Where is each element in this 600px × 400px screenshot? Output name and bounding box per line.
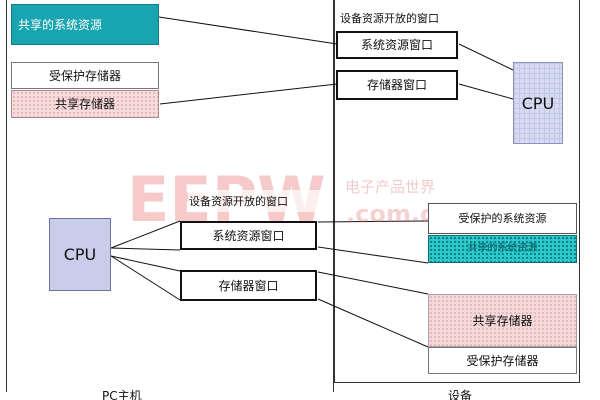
line-right-system-window-to-cpu	[458, 43, 514, 71]
line-left-cpu-to-memory-window-top	[110, 255, 181, 272]
right-window-title: 设备资源开放的窗口	[340, 12, 439, 25]
left-system-resources-window: 系统资源窗口	[180, 221, 317, 250]
right-memory-window: 存储器窗口	[336, 70, 458, 100]
line-left-cpu-to-system-window-bottom	[110, 247, 181, 251]
left-shared-system-resources-box: 共享的系统资源	[11, 4, 159, 45]
line-left-system-window-to-right-shared-system	[317, 246, 429, 264]
device-caption: 设备	[448, 389, 473, 400]
left-memory-window: 存储器窗口	[180, 270, 317, 301]
right-protected-system-resources-box: 受保护的系统资源	[428, 203, 577, 234]
line-left-shared-memory-to-right-memory-window	[159, 83, 338, 105]
right-cpu-box: CPU	[513, 62, 563, 144]
line-left-shared-to-right-system-window	[158, 16, 338, 45]
left-window-title: 设备资源开放的窗口	[189, 195, 288, 208]
left-window-title-background	[188, 190, 320, 212]
line-left-cpu-to-system-window-top	[110, 220, 181, 249]
pc-host-caption: PC主机	[102, 389, 142, 400]
line-left-system-window-to-right-protected-system	[317, 220, 429, 223]
left-cpu-box: CPU	[49, 218, 111, 291]
device-panel	[334, 0, 580, 383]
line-left-memory-window-to-right-shared-memory	[317, 271, 429, 295]
right-system-resources-window: 系统资源窗口	[336, 31, 458, 59]
pc-host-panel	[6, 0, 334, 392]
right-shared-system-resources-box: 共享的系统资源	[428, 235, 577, 263]
left-shared-memory-box: 共享存储器	[11, 90, 159, 118]
line-right-memory-window-to-cpu	[458, 83, 514, 100]
line-left-cpu-to-memory-window-bottom	[110, 255, 181, 301]
line-left-memory-window-to-right-protected-memory	[317, 298, 429, 348]
right-protected-memory-box: 受保护存储器	[428, 347, 577, 374]
left-protected-memory-box: 受保护存储器	[11, 62, 159, 89]
right-shared-memory-box: 共享存储器	[428, 294, 577, 347]
